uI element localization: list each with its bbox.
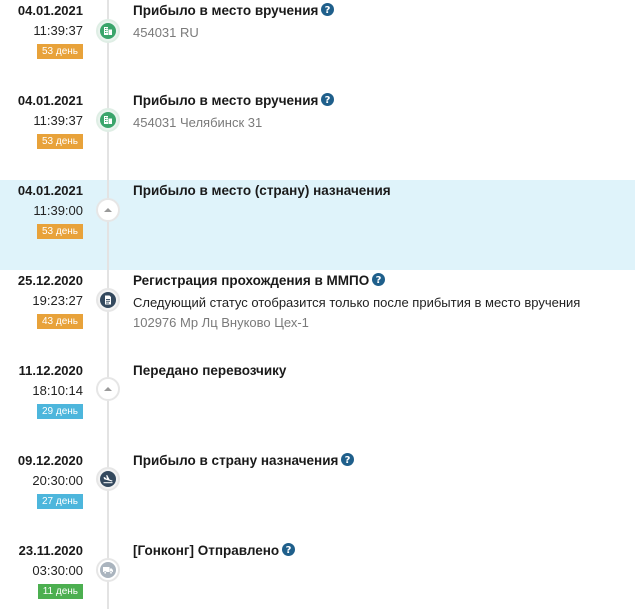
question-icon[interactable]: ? <box>321 3 335 20</box>
document-icon <box>96 288 120 312</box>
event-date: 25.12.2020 <box>17 273 83 288</box>
event-time: 20:30:00 <box>32 473 83 488</box>
event-content: Прибыло в место вручения? 454031 RU <box>133 3 633 41</box>
building-icon <box>96 108 120 132</box>
svg-text:?: ? <box>325 5 331 16</box>
question-icon[interactable]: ? <box>341 453 355 470</box>
event-date: 04.01.2021 <box>17 183 83 198</box>
event-date: 04.01.2021 <box>17 93 83 108</box>
days-badge: 29 день <box>36 404 83 419</box>
event-location: 454031 Челябинск 31 <box>133 115 263 130</box>
event-note: Следующий статус отобразится только посл… <box>133 295 581 310</box>
days-badge: 53 день <box>36 44 83 59</box>
arrow-up-icon <box>96 377 120 401</box>
days-badge: 53 день <box>36 134 83 149</box>
arrow-up-icon <box>96 198 120 222</box>
event-title: Прибыло в место вручения? <box>133 93 633 110</box>
event-datetime: 09.12.2020 20:30:00 27 день <box>0 453 83 509</box>
timeline-event: 04.01.2021 11:39:37 53 день Прибыло в ме… <box>0 90 635 180</box>
event-date: 11.12.2020 <box>18 363 83 378</box>
event-time: 11:39:37 <box>33 23 83 38</box>
days-badge: 53 день <box>36 224 83 239</box>
building-icon <box>96 19 120 43</box>
event-date: 23.11.2020 <box>18 543 83 558</box>
event-time: 03:30:00 <box>32 563 83 578</box>
timeline-event: 11.12.2020 18:10:14 29 день Передано пер… <box>0 360 635 450</box>
truck-icon <box>96 558 120 582</box>
event-date: 09.12.2020 <box>17 453 83 468</box>
question-icon[interactable]: ? <box>372 273 386 290</box>
event-content: [Гонконг] Отправлено? <box>133 543 633 560</box>
event-title: [Гонконг] Отправлено? <box>133 543 633 560</box>
event-title: Передано перевозчику <box>133 363 287 378</box>
days-badge: 11 день <box>37 584 83 599</box>
event-content: Прибыло в место вручения? 454031 Челябин… <box>133 93 633 131</box>
timeline-event: 25.12.2020 19:23:27 43 день Регистрация … <box>0 270 635 360</box>
event-datetime: 23.11.2020 03:30:00 11 день <box>0 543 83 599</box>
question-icon[interactable]: ? <box>321 93 335 110</box>
event-content: Прибыло в место (страну) назначения <box>133 183 633 199</box>
event-content: Регистрация прохождения в ММПО? Следующи… <box>133 273 633 331</box>
timeline-event: 04.01.2021 11:39:37 53 день Прибыло в ме… <box>0 0 635 90</box>
event-datetime: 11.12.2020 18:10:14 29 день <box>0 363 83 419</box>
event-time: 18:10:14 <box>32 383 83 398</box>
question-icon[interactable]: ? <box>282 543 296 560</box>
event-time: 19:23:27 <box>32 293 83 308</box>
svg-text:?: ? <box>376 275 382 286</box>
event-datetime: 04.01.2021 11:39:37 53 день <box>0 93 83 149</box>
event-title: Регистрация прохождения в ММПО? <box>133 273 633 290</box>
timeline-event: 09.12.2020 20:30:00 27 день Прибыло в ст… <box>0 450 635 540</box>
event-time: 11:39:00 <box>33 203 83 218</box>
event-location: 454031 RU <box>133 25 199 40</box>
timeline-event: 23.11.2020 03:30:00 11 день [Гонконг] От… <box>0 540 635 609</box>
days-badge: 27 день <box>36 494 83 509</box>
timeline-event-highlighted: 04.01.2021 11:39:00 53 день Прибыло в ме… <box>0 180 635 270</box>
event-title: Прибыло в страну назначения? <box>133 453 633 470</box>
event-date: 04.01.2021 <box>17 3 83 18</box>
event-title: Прибыло в место (страну) назначения <box>133 183 391 198</box>
event-datetime: 04.01.2021 11:39:00 53 день <box>0 183 83 239</box>
svg-text:?: ? <box>325 95 331 106</box>
event-time: 11:39:37 <box>33 113 83 128</box>
svg-text:?: ? <box>286 545 292 556</box>
event-location: 102976 Мр Лц Внуково Цех-1 <box>133 315 309 330</box>
plane-landing-icon <box>96 467 120 491</box>
event-title: Прибыло в место вручения? <box>133 3 633 20</box>
event-datetime: 04.01.2021 11:39:37 53 день <box>0 3 83 59</box>
svg-text:?: ? <box>345 455 351 466</box>
event-content: Прибыло в страну назначения? <box>133 453 633 470</box>
event-content: Передано перевозчику <box>133 363 633 379</box>
days-badge: 43 день <box>36 314 83 329</box>
event-datetime: 25.12.2020 19:23:27 43 день <box>0 273 83 329</box>
